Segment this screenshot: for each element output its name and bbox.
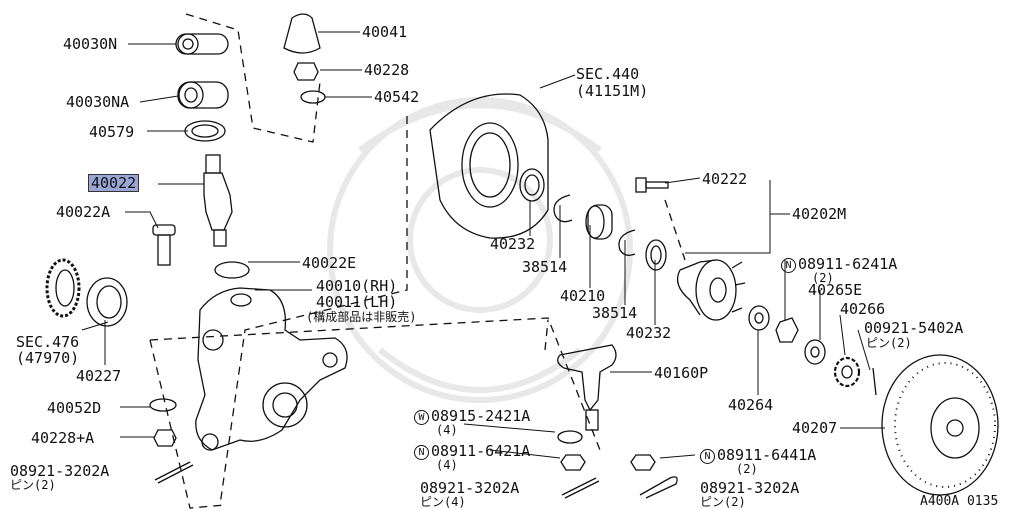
label-40228a: 40228+A [31,429,95,447]
seal-40579 [184,120,226,142]
label-38514-right: 38514 [592,304,638,322]
label-00921-qty: ピン(2) [866,336,912,350]
seal-40232-left [519,168,545,202]
wheel-bolt-40222 [635,177,669,193]
washer-40265e [804,339,826,365]
bolt-40022a [152,224,176,266]
label-40041: 40041 [362,23,408,41]
backing-plate-sec440 [429,93,549,239]
label-sec476: SEC.476 [16,333,80,351]
snap-ring-38514-left [553,194,573,223]
snap-ring-38514-right [618,229,636,256]
knuckle-40010 [195,287,348,451]
spindle-40022 [203,154,233,247]
nut-40228 [293,62,319,81]
washer-marker-icon: W [414,410,429,425]
washer-40264 [748,305,770,331]
label-40266: 40266 [840,300,886,318]
label-08921-left: 08921-3202A [10,462,110,480]
label-00921: 00921-5402A [864,319,964,337]
label-40579: 40579 [89,123,135,141]
label-40207: 40207 [792,419,838,437]
label-sec440: SEC.440 [576,65,640,83]
label-sec440-ref: (41151M) [576,82,649,100]
label-40228: 40228 [364,61,410,79]
label-40265e: 40265E [808,281,863,299]
label-40022e: 40022E [302,254,357,272]
label-not-for-sale-note: (構成部品は非販売) [306,310,417,324]
pin-08921c [639,476,678,499]
label-40160p: 40160P [654,364,709,382]
label-08911-6421a-qty: (4) [436,458,458,472]
bearing-40030n [175,33,229,55]
nut-marker-icon: N [781,258,796,273]
nut-08911-6441a [630,454,656,471]
nut-08911-6421a [560,454,586,471]
label-40052d: 40052D [47,399,102,417]
label-40010: 40010(RH) [316,277,398,295]
label-40011: 40011(LH) [316,293,398,311]
seal-40232-right [645,239,667,271]
label-40232-left: 40232 [490,235,536,253]
label-08911-6441a-qty: (2) [736,462,758,476]
label-08921-left-qty: ピン(2) [10,478,56,492]
label-40227: 40227 [76,367,122,385]
label-40022: 40022 [88,174,140,192]
rotor-40207 [881,354,999,496]
washer-40022e [214,261,250,279]
label-40022a: 40022A [56,203,111,221]
label-38514-left: 38514 [522,258,568,276]
label-40542: 40542 [374,88,420,106]
pin-08921a [154,461,194,484]
label-40202m: 40202M [792,205,847,223]
bearing-40030na [177,81,229,109]
hub-40202m [676,259,746,321]
bearing-40210 [585,204,613,240]
label-08921-center-qty: ピン(4) [420,495,466,509]
diagram-code: A400A 0135 [920,494,999,509]
washer-08915 [557,430,583,444]
label-08911-6241a-qty: (2) [812,271,834,285]
pin-00921 [872,367,877,396]
label-40030na: 40030NA [66,93,130,111]
label-08915-qty: (4) [436,423,458,437]
label-08921-right-qty: ピン(2) [700,495,746,509]
watermark-emblem [327,97,633,403]
boot-40041 [283,13,321,54]
washer-40542 [300,90,326,104]
pin-08921b [561,477,600,499]
seal-40227 [86,277,128,327]
washer-40052d [149,398,177,412]
dashed-outlines [149,13,686,509]
nut-marker-icon: N [414,445,429,460]
label-40030n: 40030N [63,35,118,53]
nut-40228a [153,429,177,447]
nut-08911-6241a [775,317,799,343]
label-08921-right: 08921-3202A [700,479,800,497]
label-08921-center: 08921-3202A [420,479,520,497]
nut-marker-icon: N [700,449,715,464]
ball-joint-40160p [557,344,617,431]
label-40210: 40210 [560,287,606,305]
sensor-ring-sec476 [45,258,81,318]
label-40222: 40222 [702,170,748,188]
label-sec476-ref: (47970) [16,349,80,367]
label-40264: 40264 [728,396,774,414]
lock-nut-40266 [833,356,861,388]
leader-lines [81,31,885,459]
label-40232-right: 40232 [626,324,672,342]
